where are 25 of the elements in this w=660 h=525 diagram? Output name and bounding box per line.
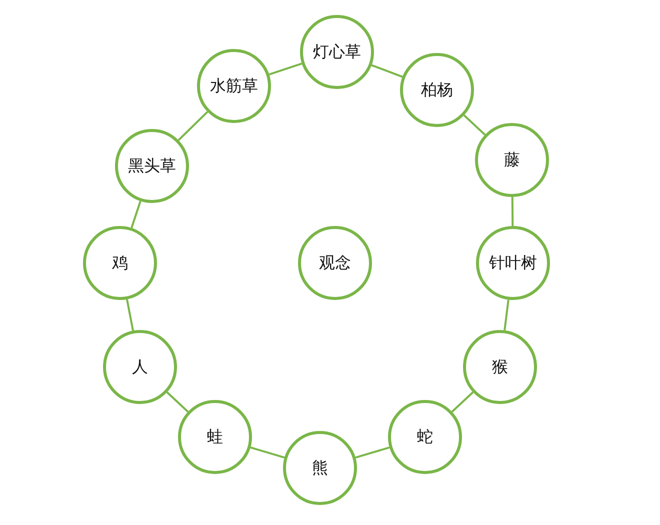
node-label: 猴 (492, 356, 508, 378)
connector-line (355, 446, 390, 458)
connector-line (130, 200, 142, 228)
node-label: 鸡 (112, 252, 128, 274)
connector-line (250, 446, 285, 458)
node-label: 针叶树 (489, 252, 537, 274)
connector-line (463, 114, 486, 136)
node-label: 黑头草 (128, 156, 176, 176)
node-label: 蛙 (207, 426, 223, 448)
connector-line (126, 299, 134, 331)
node-label: 水筋草 (210, 76, 258, 96)
connector-line (178, 111, 208, 141)
node-label: 柏杨 (421, 80, 453, 100)
node-label: 蛇 (417, 426, 433, 448)
connector-line (371, 64, 403, 78)
node-label: 灯心草 (313, 42, 361, 62)
node-label: 人 (132, 356, 148, 378)
node-label: 观念 (319, 252, 351, 274)
node-label: 藤 (504, 150, 520, 170)
node-label: 熊 (312, 458, 328, 478)
connector-line (268, 62, 302, 76)
connector-line (504, 300, 510, 330)
connector-line (511, 196, 514, 226)
connector-line (451, 392, 474, 412)
connector-line (166, 392, 189, 412)
